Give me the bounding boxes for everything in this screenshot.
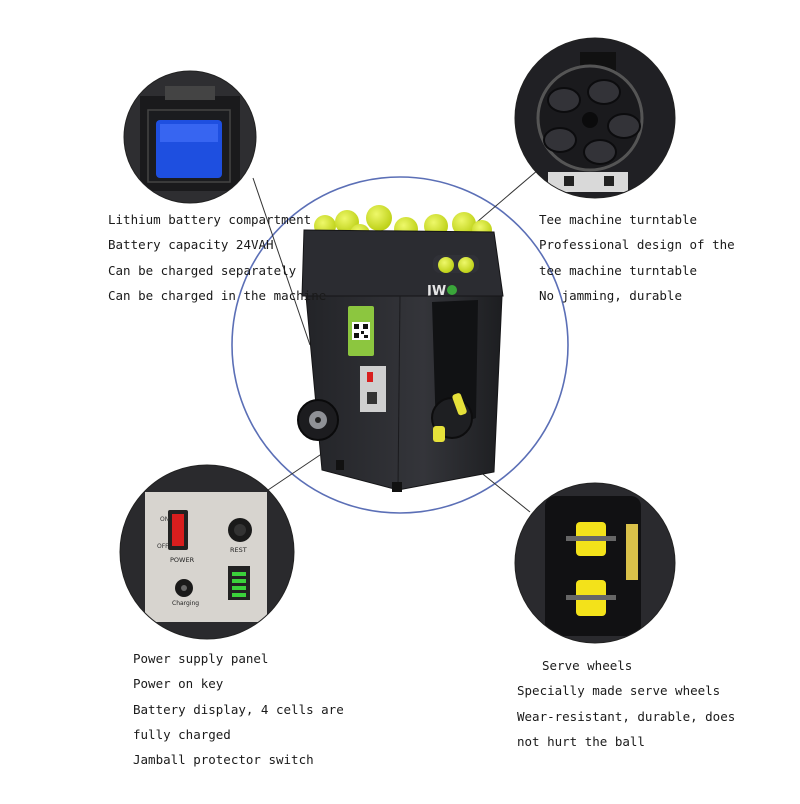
ball-hopper bbox=[301, 229, 504, 297]
connector-battery bbox=[252, 177, 311, 346]
wheels-callout-line: Serve wheels bbox=[542, 658, 633, 673]
panel-callout-line: Jamball protector switch bbox=[133, 752, 314, 768]
panel-power-label: POWER bbox=[170, 556, 195, 564]
power-switch bbox=[172, 514, 184, 546]
battery-callout: Lithium battery compartment Battery capa… bbox=[108, 207, 326, 308]
panel-callout-line: Power supply panel bbox=[133, 651, 269, 666]
brand-logo-icon bbox=[447, 285, 457, 295]
panel-off-label: OFF bbox=[157, 543, 169, 550]
wheels-callout-line: not hurt the ball bbox=[517, 733, 645, 749]
battery-callout-line: Can be charged separately bbox=[108, 262, 297, 278]
panel-callout-line: fully charged bbox=[133, 726, 231, 742]
panel-rest-label: REST bbox=[230, 546, 247, 554]
serve-wheels-photo bbox=[515, 483, 675, 643]
highlight-ring bbox=[231, 176, 569, 514]
battery-callout-line: Battery capacity 24VAH bbox=[108, 237, 274, 253]
panel-callout: Power supply panel Power on key Battery … bbox=[133, 646, 344, 772]
wheels-callout-line: Specially made serve wheels bbox=[517, 683, 721, 699]
turntable-callout-line: No jamming, durable bbox=[539, 287, 682, 303]
panel-callout-line: Power on key bbox=[133, 676, 224, 692]
connector-turntable bbox=[469, 169, 539, 229]
power-panel-photo bbox=[120, 465, 294, 639]
turntable-callout: Tee machine turntable Professional desig… bbox=[539, 207, 735, 308]
battery-callout-line: Lithium battery compartment bbox=[108, 212, 312, 227]
ball-machine: JW HUOGUWENSHOU bbox=[297, 205, 504, 492]
wheels-callout-line: Wear-resistant, durable, does bbox=[517, 708, 736, 724]
wheels-callout: Serve wheels Specially made serve wheels… bbox=[517, 653, 735, 754]
turntable-callout-line: Professional design of the bbox=[539, 237, 735, 253]
panel-callout-line: Battery display, 4 cells are bbox=[133, 701, 344, 717]
turntable-photo bbox=[515, 38, 675, 198]
brand-mark: JW bbox=[426, 284, 446, 299]
panel-on-label: ON bbox=[160, 516, 170, 523]
turntable-callout-line: Tee machine turntable bbox=[539, 212, 698, 227]
turntable-callout-line: tee machine turntable bbox=[539, 262, 698, 278]
battery-compartment-photo bbox=[124, 71, 256, 203]
power-panel-plate bbox=[145, 492, 267, 622]
turntable-hub bbox=[582, 112, 598, 128]
panel-charging-label: Charging bbox=[172, 600, 200, 607]
battery-callout-line: Can be charged in the machine bbox=[108, 287, 327, 303]
